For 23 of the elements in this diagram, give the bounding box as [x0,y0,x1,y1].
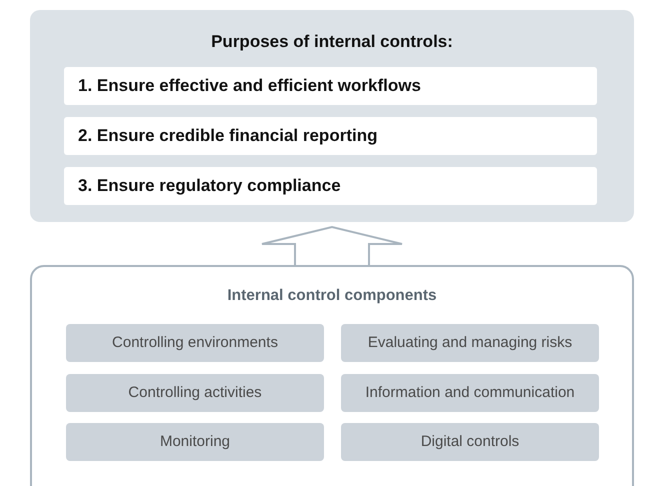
panel-heading: Purposes of internal controls: [210,32,454,52]
purpose-text: 3. Ensure regulatory compliance [78,176,342,196]
component-box [341,423,599,461]
purpose-box [64,67,597,105]
component-box [66,374,324,412]
component-label: Controlling activities [127,384,263,401]
purpose-text: 2. Ensure credible financial reporting [78,126,378,146]
component-label: Monitoring [158,433,232,450]
container-panel [30,10,634,222]
component-box [66,423,324,461]
purpose-box [64,117,597,155]
component-box [341,374,599,412]
block-arrow [261,226,403,266]
component-label: Evaluating and managing risks [366,334,574,351]
component-label: Information and communication [364,384,576,401]
component-box [66,324,324,362]
purpose-text: 1. Ensure effective and efficient workflows [78,76,422,96]
component-box [341,324,599,362]
component-label: Digital controls [420,433,520,450]
component-label: Controlling environments [111,334,279,351]
purpose-box [64,167,597,205]
panel-heading: Internal control components [226,287,438,305]
container-box [30,265,634,486]
